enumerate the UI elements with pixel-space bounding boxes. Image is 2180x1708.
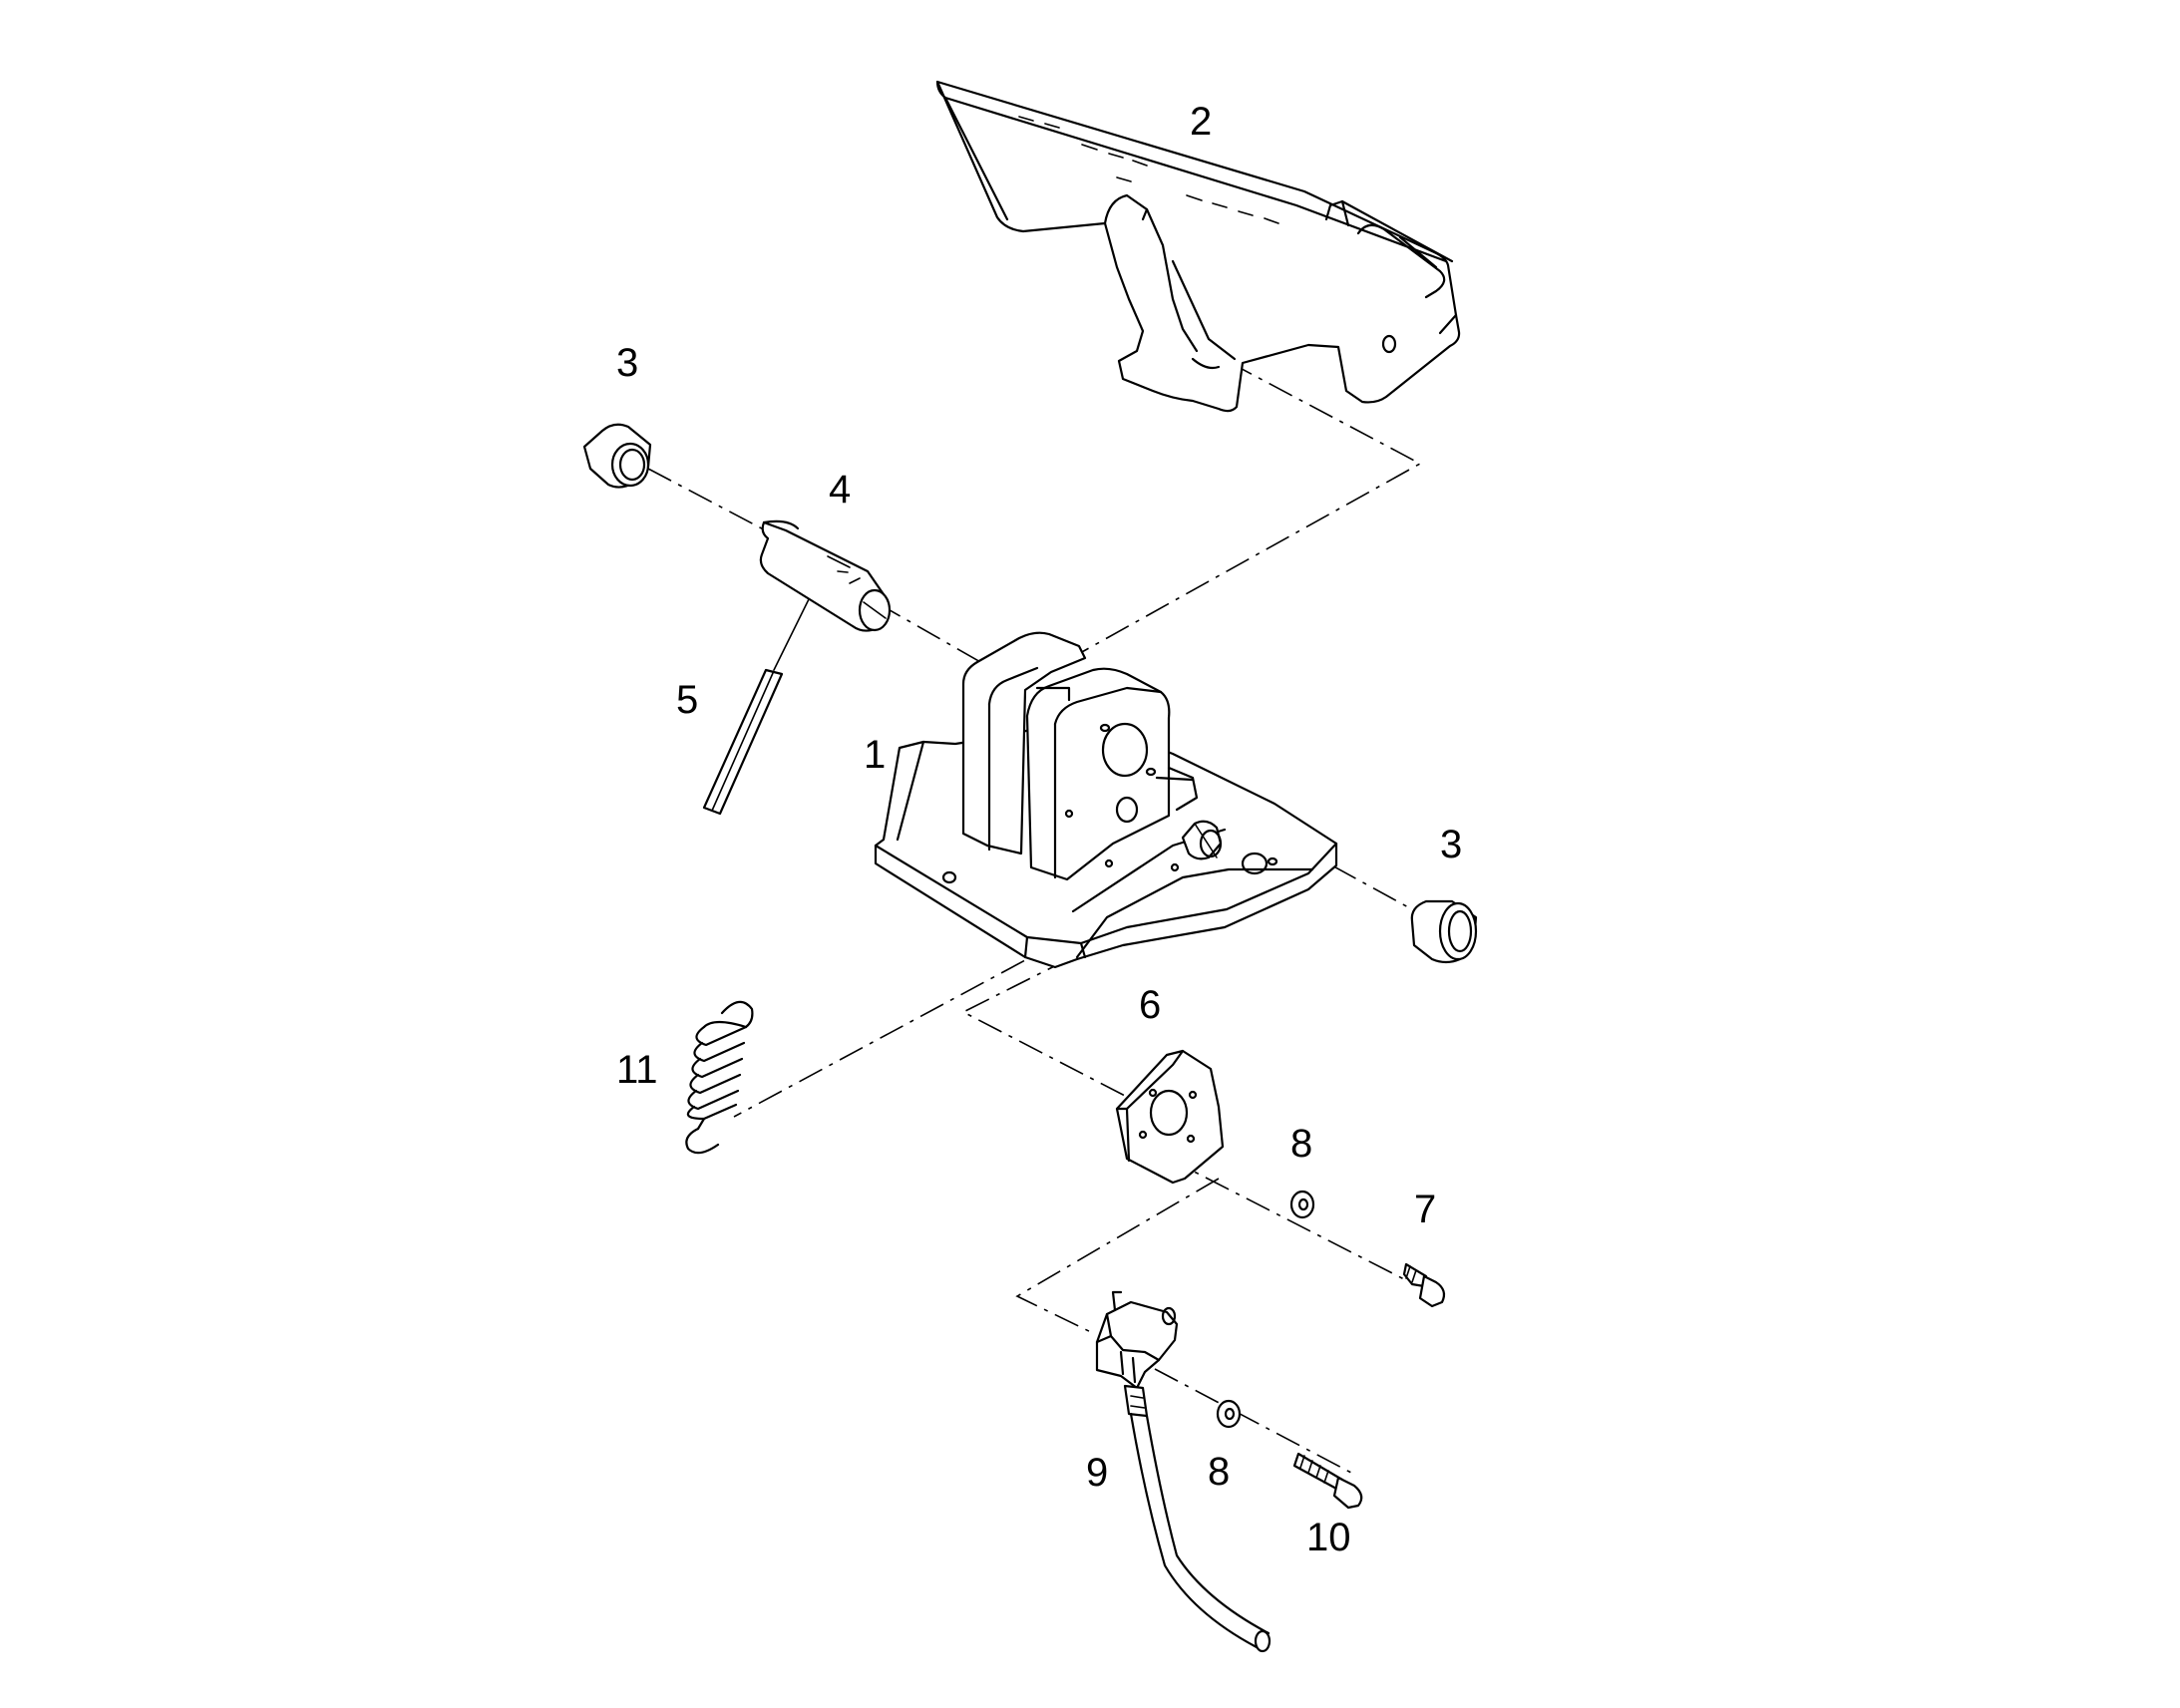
part-cap-screw-short <box>1402 1262 1446 1308</box>
callout-2: 2 <box>1190 100 1212 144</box>
callout-8b: 8 <box>1208 1450 1230 1494</box>
assembly-line-sensor-to-screw <box>1154 1368 1352 1474</box>
part-bushing-upper <box>582 423 652 489</box>
callout-9: 9 <box>1086 1451 1108 1495</box>
callout-6: 6 <box>1139 983 1161 1027</box>
part-washer-upper <box>1289 1190 1315 1219</box>
part-cap-screw-long <box>1292 1452 1363 1510</box>
callout-5: 5 <box>676 678 698 722</box>
part-roll-pin <box>702 598 810 816</box>
spring-coils <box>686 1020 748 1121</box>
part-tension-spring <box>685 1000 754 1155</box>
part-pivot-pin <box>759 519 892 632</box>
part-position-sensor <box>1095 1290 1272 1653</box>
callout-3a: 3 <box>616 341 638 385</box>
pedal-tread-slots <box>1018 116 1279 224</box>
assembly-line-pedal-to-base <box>1079 361 1422 654</box>
callout-7: 7 <box>1414 1188 1436 1231</box>
assembly-line-flange-to-screw <box>1164 1156 1405 1280</box>
callout-3b: 3 <box>1440 823 1462 866</box>
assembly-line-pin-to-bracket <box>877 602 983 664</box>
part-base-bracket <box>874 631 1338 969</box>
part-washer-lower <box>1216 1399 1242 1429</box>
callout-8a: 8 <box>1290 1122 1312 1166</box>
assembly-line-flange-to-sensor <box>1015 1178 1220 1335</box>
part-pedal <box>935 80 1461 413</box>
callout-labels: 1 2 3 3 4 5 6 7 8 8 9 10 11 <box>616 100 1462 1559</box>
callout-1: 1 <box>864 733 886 777</box>
callout-4: 4 <box>829 468 851 512</box>
callout-10: 10 <box>1306 1516 1351 1559</box>
part-mounting-flange <box>1115 1049 1225 1185</box>
assembly-line-bushing-to-pin <box>647 468 776 536</box>
callout-11: 11 <box>616 1048 658 1092</box>
part-bushing-lower <box>1410 899 1478 964</box>
